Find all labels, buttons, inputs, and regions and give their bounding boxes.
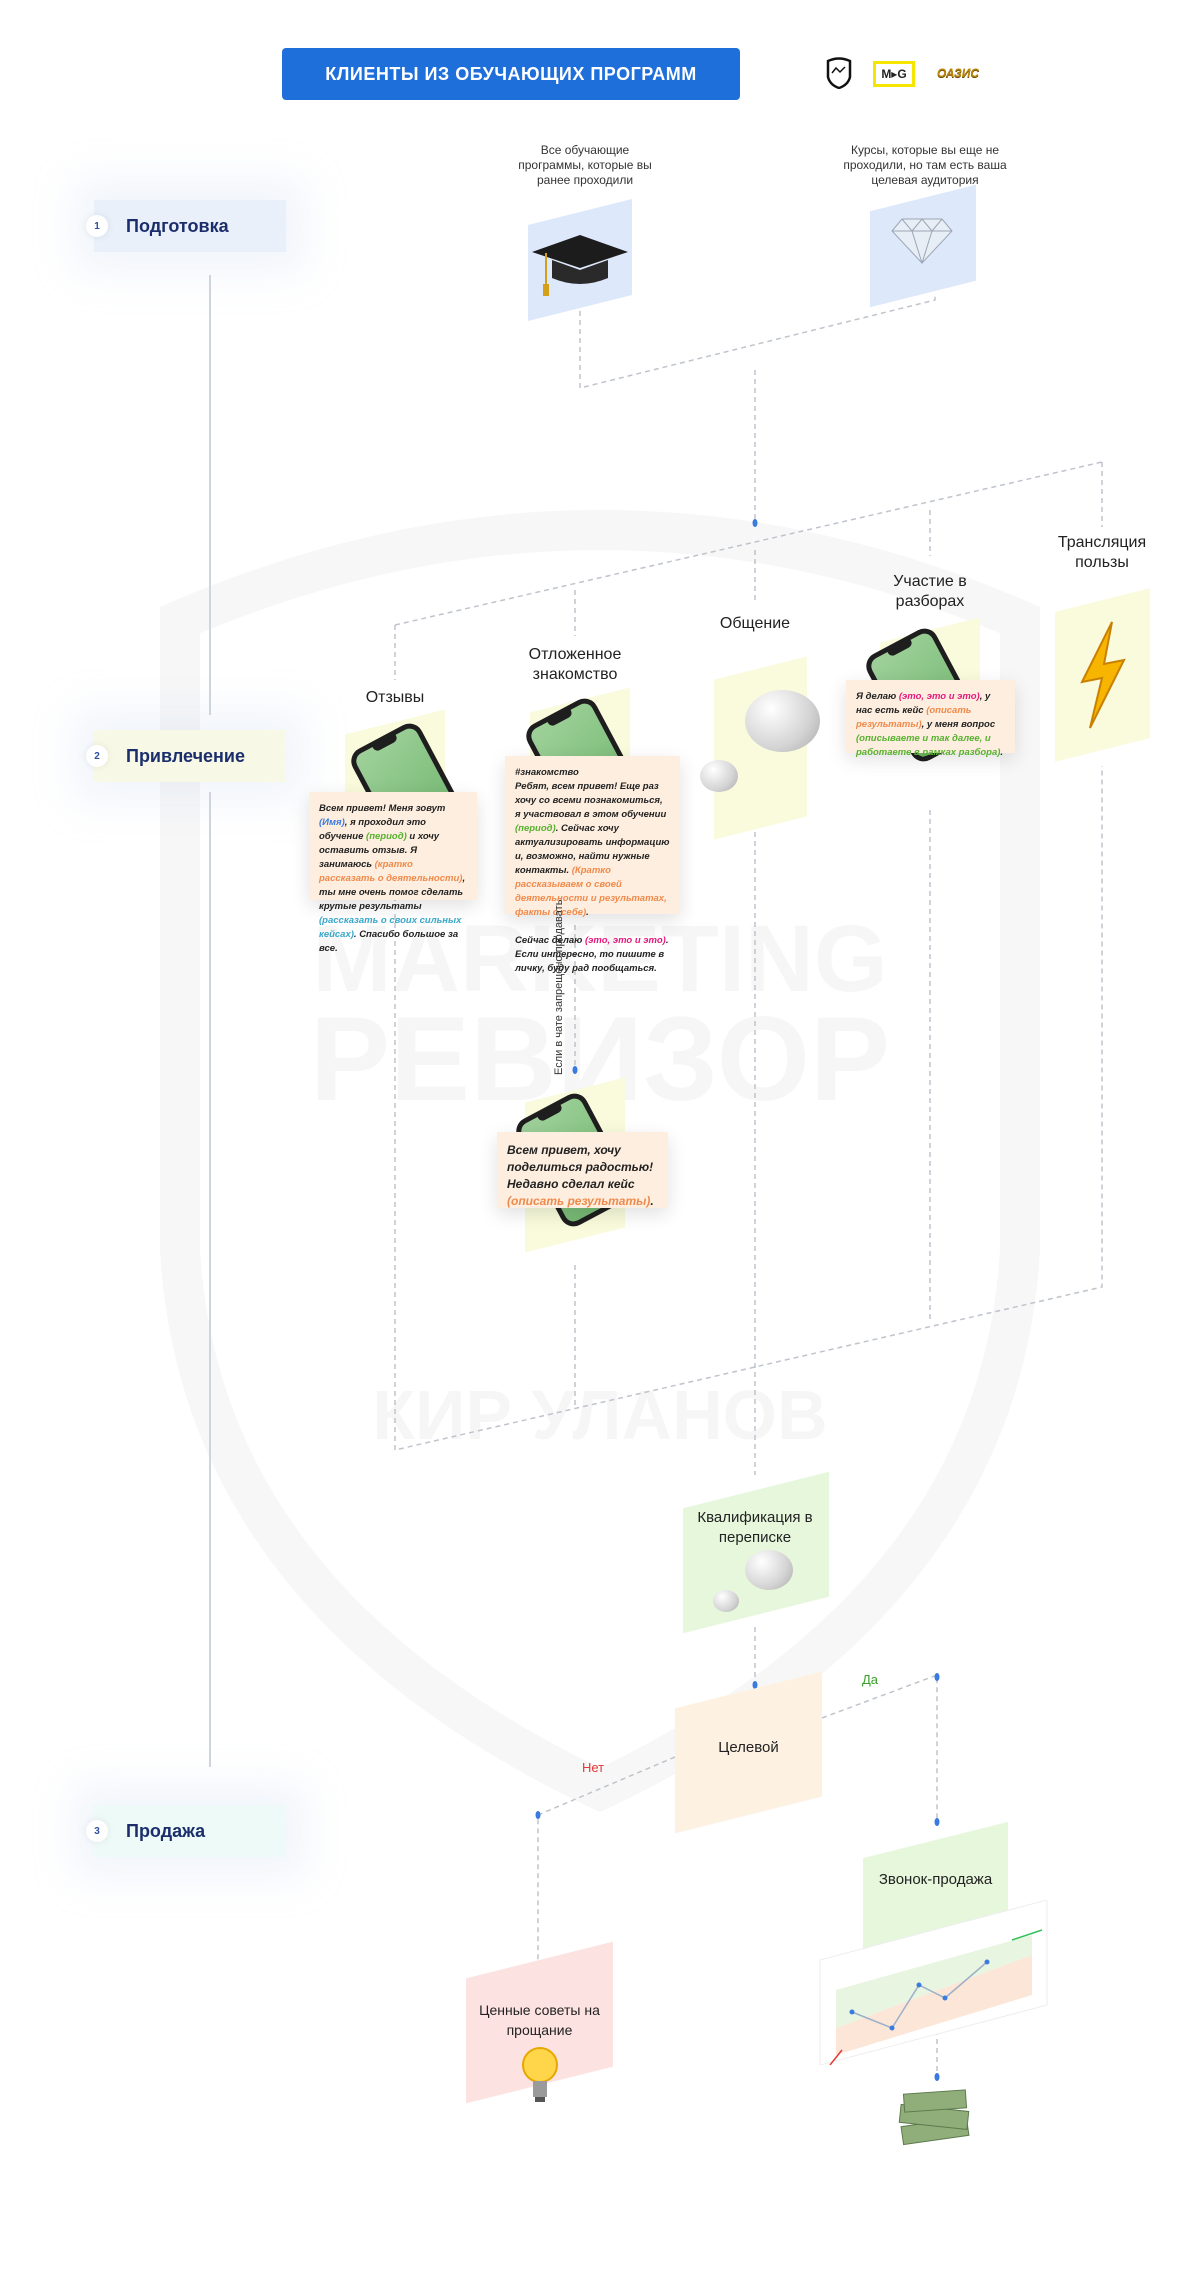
stage-number: 2 (86, 745, 108, 767)
money-stack-icon (894, 2082, 976, 2155)
message-text: , у нас есть кейс (856, 691, 991, 716)
joy-message-card: Всем привет, хочу поделиться радостью! Н… (497, 1132, 668, 1208)
timeline-line (209, 792, 211, 1767)
message-text: , я проходил это обучение (319, 817, 426, 842)
intro-message-card: #знакомство Ребят, всем привет! Еще раз … (505, 756, 680, 974)
yes-label: Да (862, 1672, 879, 1687)
message-placeholder: (описать результаты) (856, 705, 972, 730)
message-text: . Сейчас делаю (515, 907, 589, 946)
oasis-logo: ОАЗИС (936, 66, 980, 80)
message-placeholder: (это, это и это) (898, 691, 980, 702)
source-label-completed: Все обучающие программы, которые вы ране… (518, 143, 652, 187)
message-text: Всем привет, хочу поделиться радостью! Н… (507, 1143, 654, 1191)
channel-analysis-participation: Участие в разборах (893, 573, 967, 610)
message-text: Всем привет! Меня зовут (319, 803, 446, 814)
sales-call-label: Звонок-продажа (878, 1871, 993, 1888)
message-placeholder: (Кратко рассказываем о своей деятельност… (515, 865, 670, 918)
message-text: #знакомство Ребят, всем привет! Еще раз … (515, 767, 667, 820)
stage-number: 3 (86, 1820, 108, 1842)
sales-call-chart (812, 1899, 1055, 2066)
source-label-other-courses: Курсы, которые вы еще не проходили, но т… (843, 143, 1007, 187)
diamond-icon (890, 215, 954, 265)
channel-reviews: Отзывы (365, 689, 425, 706)
message-placeholder: (кратко рассказать о деятельности) (319, 859, 463, 884)
message-text: . (650, 1194, 654, 1208)
message-placeholder: (рассказать о своих сильных кейсах) (319, 915, 462, 940)
shield-logo-icon (824, 56, 854, 90)
message-text: . Спасибо большое за все. (319, 929, 459, 954)
speech-bubble-icon (745, 1550, 793, 1590)
message-placeholder: (описать результаты) (507, 1194, 651, 1208)
stage-attraction: 2 Привлечение (86, 730, 286, 782)
target-label: Целевой (718, 1739, 779, 1756)
light-bulb-icon (520, 2045, 560, 2105)
message-placeholder: (Имя) (319, 817, 345, 828)
branch-note: Если в чате запрещено продавать (553, 899, 565, 1075)
review-message-card: Всем привет! Меня зовут (Имя), я проходи… (309, 792, 477, 954)
channel-delayed-intro: Отложенное знакомство (528, 646, 622, 683)
speech-bubble-icon (700, 760, 738, 792)
message-text: , ты мне очень помог сделать крутые резу… (319, 873, 466, 912)
stage-label: Продажа (126, 1820, 206, 1841)
message-placeholder: (это, это и это) (585, 935, 666, 946)
lightning-icon (1072, 620, 1132, 730)
message-text: и хочу оставить отзыв. Я занимаюсь (319, 831, 440, 870)
speech-bubble-icon (713, 1590, 739, 1612)
speech-bubble-icon (745, 690, 820, 752)
stage-number: 1 (86, 215, 108, 237)
channel-value-broadcast: Трансляция пользы (1057, 534, 1147, 571)
message-text: , у меня вопрос (921, 719, 996, 730)
advice-label: Ценные советы на прощание (479, 2002, 600, 2038)
stage-label: Привлечение (126, 745, 245, 766)
mg-logo: M▸G (873, 61, 915, 87)
message-text: . Если интересно, то пишите в личку, буд… (515, 935, 672, 974)
timeline-line (209, 275, 211, 715)
stage-label: Подготовка (126, 215, 229, 236)
stage-preparation: 1 Подготовка (86, 200, 286, 252)
analysis-message-card: Я делаю (это, это и это), у нас есть кей… (846, 680, 1015, 758)
message-placeholder: (период) (366, 831, 407, 842)
graduation-cap-icon (528, 230, 632, 300)
no-label: Нет (582, 1760, 605, 1775)
title-button[interactable]: КЛИЕНТЫ ИЗ ОБУЧАЮЩИХ ПРОГРАММ (282, 48, 740, 100)
message-text: . Сейчас хочу актуализировать информацию… (515, 823, 673, 876)
channel-communication: Общение (719, 615, 791, 632)
message-placeholder: (описываете и так далее, и работаете в р… (856, 733, 1001, 758)
message-text: . (1000, 747, 1004, 758)
stage-sale: 3 Продажа (86, 1805, 286, 1857)
message-placeholder: (период) (515, 823, 556, 834)
qualification-label: Квалификация в переписке (697, 1509, 813, 1546)
message-text: Я делаю (856, 691, 899, 702)
